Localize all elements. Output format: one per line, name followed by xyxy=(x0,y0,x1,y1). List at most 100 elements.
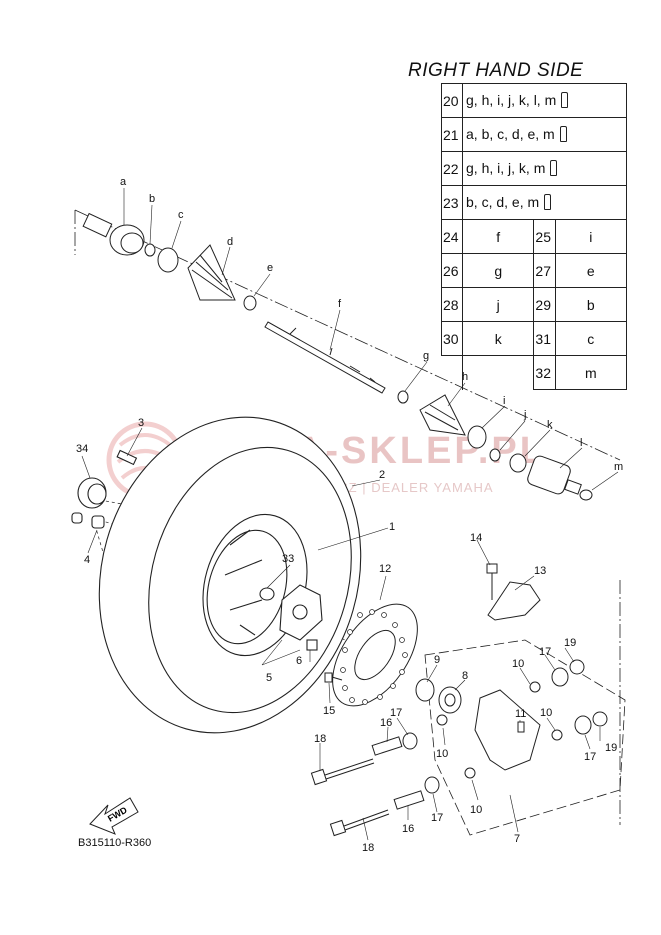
bracket-bolt-icon xyxy=(486,563,498,600)
callout-10d: 10 xyxy=(470,804,482,816)
caliper-bracket-icon xyxy=(487,581,541,621)
callout-b: b xyxy=(149,193,155,205)
legend-code: j xyxy=(461,287,535,322)
callout-17d: 17 xyxy=(584,751,596,763)
callout-10c: 10 xyxy=(436,748,448,760)
bushing-icon xyxy=(436,714,448,726)
shaft-circlip-icon xyxy=(397,390,409,404)
collar-icon xyxy=(574,715,592,735)
legend-row: 21 a, b, c, d, e, m xyxy=(441,117,627,152)
circlip-k-icon xyxy=(509,453,527,473)
legend-number: 26 xyxy=(441,253,463,288)
legend-number: 23 xyxy=(441,185,463,220)
legend-code: f xyxy=(461,219,535,254)
legend-number: 27 xyxy=(533,253,556,288)
nut-icon xyxy=(592,711,608,727)
knuckle-body-icon xyxy=(474,689,541,771)
legend-number: 29 xyxy=(533,287,556,322)
callout-8: 8 xyxy=(462,670,468,682)
callout-h: h xyxy=(462,371,468,383)
bushing-icon xyxy=(529,681,541,693)
callout-c: c xyxy=(178,209,184,221)
callout-d: d xyxy=(227,236,233,248)
disc-bolt-icon xyxy=(324,672,343,683)
callout-10a: 10 xyxy=(512,658,524,670)
hub-icon xyxy=(279,584,323,641)
long-bolt-icon xyxy=(329,809,390,837)
legend-number: 28 xyxy=(441,287,463,322)
collar-icon xyxy=(424,776,440,794)
legend-code: m xyxy=(554,355,628,390)
callout-12: 12 xyxy=(379,563,391,575)
callout-15: 15 xyxy=(323,705,335,717)
legend-code: g xyxy=(461,253,535,288)
sleeve-icon xyxy=(371,736,403,756)
callout-j: j xyxy=(523,409,526,421)
legend-row: 23 b, c, d, e, m xyxy=(441,185,627,220)
stopper-ring-icon xyxy=(489,448,501,462)
bushing-icon xyxy=(551,729,563,741)
callout-f: f xyxy=(338,298,342,310)
collar-icon xyxy=(551,667,569,687)
knuckle-group-outline xyxy=(424,639,626,836)
legend-number: 22 xyxy=(441,151,463,186)
callout-16a: 16 xyxy=(380,717,392,729)
legend-number xyxy=(441,355,463,390)
hub-cap-icon xyxy=(77,477,107,509)
callout-2: 2 xyxy=(379,469,385,481)
legend-number: 32 xyxy=(533,355,556,390)
legend-row: 32 m xyxy=(441,355,628,390)
callout-34: 34 xyxy=(76,443,88,455)
legend-codes: a, b, c, d, e, m xyxy=(466,125,555,142)
callout-4: 4 xyxy=(84,554,90,566)
callout-11: 11 xyxy=(515,708,526,720)
legend-row: 28 j 29 b xyxy=(441,287,628,322)
callout-k: k xyxy=(547,419,553,431)
small-band-icon xyxy=(243,295,257,311)
legend-number: 24 xyxy=(441,219,463,254)
callout-m: m xyxy=(614,461,623,473)
spacer-33-icon xyxy=(259,587,275,601)
callout-17c: 17 xyxy=(431,812,443,824)
kit-vial-icon xyxy=(544,194,552,211)
diagram-reference-code: B315110-R360 xyxy=(78,837,152,849)
callout-e: e xyxy=(267,262,273,274)
boot-band-icon xyxy=(157,247,179,273)
legend-code: i xyxy=(554,219,628,254)
legend-row: 20 g, h, i, j, k, l, m xyxy=(441,83,627,118)
forward-arrow-icon: FWD xyxy=(89,797,139,835)
callout-g: g xyxy=(423,350,429,362)
legend-code: e xyxy=(554,253,628,288)
legend-code: c xyxy=(554,321,628,356)
circlip-icon xyxy=(144,243,156,257)
callout-19a: 19 xyxy=(564,637,576,649)
sleeve-icon xyxy=(393,790,425,810)
kit-legend-table: 20 g, h, i, j, k, l, m 21 a, b, c, d, e,… xyxy=(441,83,628,390)
callout-13: 13 xyxy=(534,565,546,577)
leader-lines xyxy=(81,188,619,841)
axle-shaft-icon xyxy=(264,321,386,394)
callout-7: 7 xyxy=(514,833,520,845)
diagram-heading: RIGHT HAND SIDE xyxy=(408,60,584,81)
legend-number: 21 xyxy=(441,117,463,152)
collar-icon xyxy=(402,732,418,750)
kit-vial-icon xyxy=(561,92,569,109)
callout-17a: 17 xyxy=(539,646,551,658)
inner-cv-joint-icon xyxy=(527,455,582,495)
kit-vial-icon xyxy=(559,126,567,143)
legend-number: 25 xyxy=(533,219,556,254)
bushing-icon xyxy=(464,767,476,779)
callout-14: 14 xyxy=(470,532,482,544)
callout-1: 1 xyxy=(389,521,395,533)
knuckle-assembly xyxy=(310,563,608,837)
brake-disc-icon xyxy=(332,603,418,707)
legend-number: 31 xyxy=(533,321,556,356)
wheel-nut-icon xyxy=(71,512,105,529)
legend-number: 20 xyxy=(441,83,463,118)
callout-a: a xyxy=(120,176,127,188)
legend-row: 30 k 31 c xyxy=(441,321,628,356)
cv-boot-icon xyxy=(187,244,236,301)
grease-nipple-icon xyxy=(517,721,525,733)
